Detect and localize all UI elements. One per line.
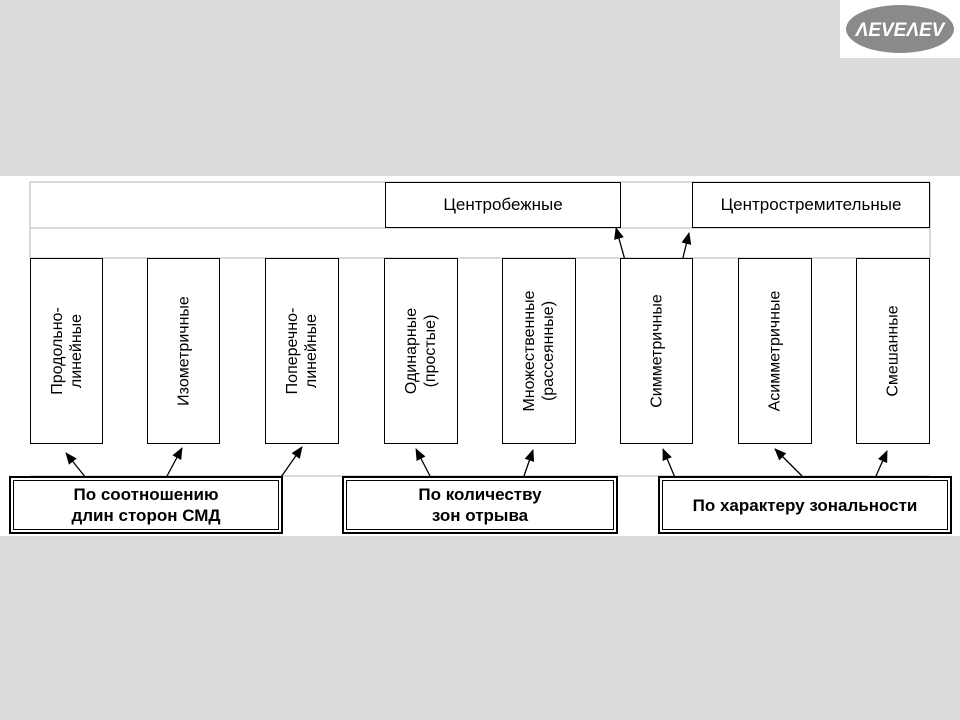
arrow-transverse [278, 446, 303, 481]
type-box-transverse: Поперечно- линейные [265, 258, 339, 444]
type-box-longitudinal: Продольно- линейные [30, 258, 103, 444]
category-sides-ratio-label: По соотношению длин сторон СМД [13, 480, 279, 530]
centripetal-label: Центростремительные [720, 195, 902, 214]
type-box-symmetric: Симметричные [620, 258, 693, 444]
type-label-asymmetric: Асимметричные [766, 290, 784, 412]
category-zone-count-label: По количеству зон отрыва [346, 480, 614, 530]
arrow-symmetric [662, 448, 677, 481]
type-label-mixed: Смешанные [884, 305, 902, 397]
centripetal-box: Центростремительные [692, 182, 930, 228]
arrow-isometric [166, 447, 183, 477]
category-zone-count: По количеству зон отрыва [342, 476, 618, 534]
type-label-symmetric: Симметричные [648, 294, 665, 408]
type-label-isometric: Изометричные [175, 296, 192, 406]
type-box-asymmetric: Асимметричные [738, 258, 812, 444]
type-box-mixed: Смешанные [856, 258, 930, 444]
logo: ΛEVEΛEV [840, 0, 960, 58]
type-label-single: Одинарные (простые) [403, 307, 439, 395]
centrifugal-box: Центробежные [385, 182, 621, 228]
category-zonality: По характеру зональности [658, 476, 952, 534]
arrow-mixed [875, 450, 888, 477]
logo-ellipse [846, 5, 954, 53]
type-label-longitudinal: Продольно- линейные [48, 307, 85, 395]
type-box-multiple: Множественные (рассеянные) [502, 258, 576, 444]
arrow-single [415, 448, 431, 477]
type-label-transverse: Поперечно- линейные [284, 307, 320, 395]
category-sides-ratio: По соотношению длин сторон СМД [9, 476, 283, 534]
type-label-multiple: Множественные (рассеянные) [521, 290, 557, 412]
arrow-longitudinal [65, 452, 87, 479]
diagram: Центробежные Центростремительные Продоль… [0, 176, 960, 536]
logo-text: ΛEVEΛEV [855, 20, 946, 41]
category-zonality-label: По характеру зональности [662, 480, 948, 530]
arrow-asymmetric [774, 448, 803, 477]
type-box-single: Одинарные (простые) [384, 258, 458, 444]
type-box-isometric: Изометричные [147, 258, 220, 444]
arrows [65, 227, 888, 481]
centrifugal-label: Центробежные [443, 195, 563, 214]
arrow-multiple [523, 449, 535, 477]
